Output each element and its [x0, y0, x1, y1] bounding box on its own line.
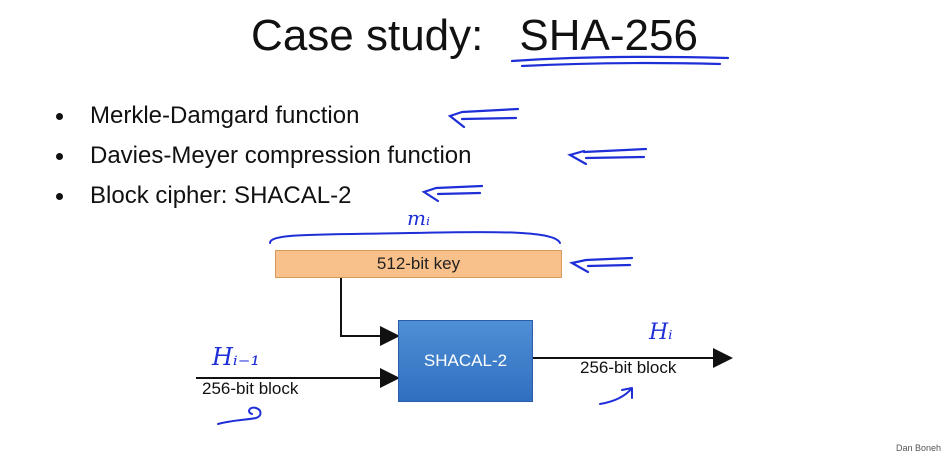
bullet-text: Davies-Meyer compression function — [90, 142, 472, 169]
bullet-text: Block cipher: SHACAL-2 — [90, 182, 352, 209]
bullet-item: Block cipher: SHACAL-2 — [56, 176, 471, 216]
cipher-box: SHACAL-2 — [398, 320, 533, 402]
bullet-dot — [56, 193, 63, 200]
output-hash-annotation: Hᵢ — [649, 320, 673, 345]
bullet-text: Merkle-Damgard function — [90, 102, 360, 129]
input-block-label: 256-bit block — [202, 379, 299, 398]
title-text: Case study: — [251, 11, 484, 60]
author-credit: Dan Boneh — [895, 443, 941, 453]
message-block-annotation: mᵢ — [407, 206, 430, 230]
slide-title: Case study: SHA-256 — [0, 8, 949, 64]
output-block-label: 256-bit block — [580, 358, 677, 377]
key-brace — [269, 231, 561, 244]
output-curved-arrow — [599, 387, 633, 405]
bullet-item: Merkle-Damgard function — [56, 96, 471, 136]
key-box: 512-bit key — [275, 250, 562, 278]
bullet-dot — [56, 113, 63, 120]
bullet-arrow-1 — [447, 107, 520, 129]
title-underline — [510, 55, 730, 68]
bullet-item: Davies-Meyer compression function — [56, 136, 471, 176]
bullet-dot — [56, 153, 63, 160]
input-squiggle — [217, 406, 262, 425]
bullet-arrow-2 — [567, 147, 648, 166]
bullet-arrow-3 — [421, 184, 484, 203]
key-arrow — [568, 256, 634, 274]
bullet-list: Merkle-Damgard function Davies-Meyer com… — [56, 96, 471, 216]
title-emphasis: SHA-256 — [519, 11, 698, 60]
input-hash-annotation: Hᵢ₋₁ — [212, 343, 261, 371]
key-to-cipher-line — [340, 278, 400, 346]
